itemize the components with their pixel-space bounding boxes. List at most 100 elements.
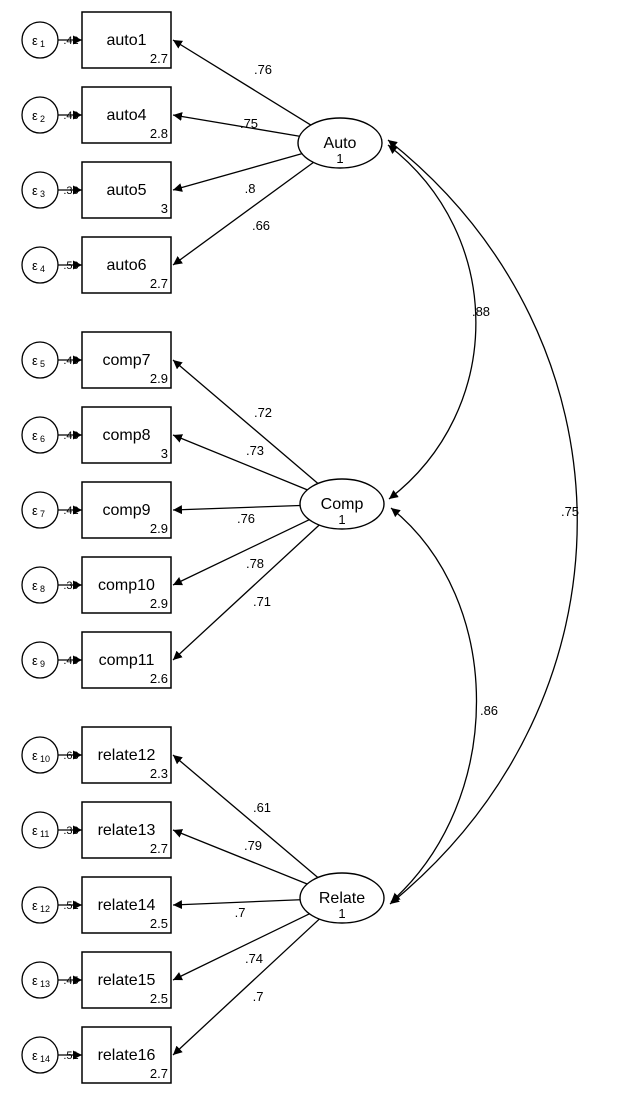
observed-variable-name: relate13 bbox=[98, 822, 156, 839]
error-term-index: 8 bbox=[40, 584, 45, 594]
observed-variable-intercept: 2.7 bbox=[150, 1066, 168, 1081]
error-term-label: ε bbox=[32, 503, 38, 518]
loading-coefficient: .76 bbox=[254, 62, 272, 77]
observed-variable-box bbox=[81, 876, 172, 934]
error-term-index: 9 bbox=[40, 659, 45, 669]
error-term-index: 3 bbox=[40, 189, 45, 199]
loading-coefficient: .75 bbox=[240, 116, 258, 131]
observed-variable-intercept: 2.9 bbox=[150, 521, 168, 536]
observed-variable-box bbox=[81, 631, 172, 689]
error-term-index: 14 bbox=[40, 1054, 50, 1064]
observed-variable-box bbox=[81, 331, 172, 389]
error-term-circle bbox=[21, 246, 59, 284]
latent-variable-name: Auto bbox=[324, 135, 357, 152]
error-term-circle bbox=[21, 566, 59, 604]
latent-variable-variance: 1 bbox=[336, 151, 343, 166]
latent-variable-name: Relate bbox=[319, 890, 365, 907]
observed-variable-name: relate16 bbox=[98, 1047, 156, 1064]
observed-variable-name: comp8 bbox=[102, 427, 150, 444]
latent-variable-ellipse bbox=[297, 117, 383, 169]
error-term-label: ε bbox=[32, 1048, 38, 1063]
observed-variable-box bbox=[81, 556, 172, 614]
observed-variable-name: auto5 bbox=[106, 182, 146, 199]
observed-variable-intercept: 2.5 bbox=[150, 916, 168, 931]
loading-path bbox=[172, 434, 308, 491]
observed-variable-intercept: 2.6 bbox=[150, 671, 168, 686]
error-term-index: 2 bbox=[40, 114, 45, 124]
observed-variable-name: relate15 bbox=[98, 972, 156, 989]
loading-path bbox=[172, 899, 301, 910]
error-variance: .42 bbox=[63, 505, 78, 517]
observed-variable-box bbox=[81, 11, 172, 69]
error-variance: .63 bbox=[63, 750, 78, 762]
loading-path bbox=[172, 754, 319, 879]
observed-variable-box bbox=[81, 481, 172, 539]
observed-variable-intercept: 3 bbox=[161, 201, 168, 216]
observed-variable-box bbox=[81, 86, 172, 144]
latent-variable-name: Comp bbox=[321, 496, 364, 513]
error-variance: .38 bbox=[63, 825, 78, 837]
error-term-label: ε bbox=[32, 578, 38, 593]
loading-path bbox=[172, 153, 303, 192]
error-term-index: 7 bbox=[40, 509, 45, 519]
error-term-label: ε bbox=[32, 823, 38, 838]
correlation-coefficient: .88 bbox=[472, 304, 490, 319]
error-term-label: ε bbox=[32, 258, 38, 273]
loading-path bbox=[172, 504, 301, 515]
error-term-label: ε bbox=[32, 428, 38, 443]
observed-variable-box bbox=[81, 951, 172, 1009]
correlation-coefficient: .75 bbox=[561, 504, 579, 519]
correlation-path bbox=[387, 144, 477, 500]
correlation-path bbox=[390, 507, 477, 903]
error-term-index: 6 bbox=[40, 434, 45, 444]
loading-path bbox=[172, 524, 320, 661]
error-term-index: 13 bbox=[40, 979, 50, 989]
loading-coefficient: .71 bbox=[253, 594, 271, 609]
loading-path bbox=[172, 913, 310, 981]
error-variance: .46 bbox=[63, 430, 78, 442]
loading-coefficient: .8 bbox=[245, 181, 256, 196]
error-term-circle bbox=[21, 416, 59, 454]
error-term-index: 12 bbox=[40, 904, 50, 914]
observed-variable-intercept: 2.7 bbox=[150, 276, 168, 291]
observed-variable-name: relate14 bbox=[98, 897, 156, 914]
error-term-circle bbox=[21, 341, 59, 379]
latent-variable-ellipse bbox=[299, 872, 385, 924]
observed-variable-name: comp11 bbox=[99, 652, 155, 669]
error-term-circle bbox=[21, 736, 59, 774]
edge-layer bbox=[58, 35, 578, 1060]
observed-variable-intercept: 2.5 bbox=[150, 991, 168, 1006]
latent-variable-variance: 1 bbox=[338, 512, 345, 527]
observed-variable-name: comp9 bbox=[102, 502, 150, 519]
error-term-circle bbox=[21, 171, 59, 209]
observed-variable-name: comp7 bbox=[102, 352, 150, 369]
loading-coefficient: .78 bbox=[246, 556, 264, 571]
error-term-label: ε bbox=[32, 653, 38, 668]
observed-variable-name: relate12 bbox=[98, 747, 156, 764]
observed-variable-intercept: 2.9 bbox=[150, 371, 168, 386]
error-term-circle bbox=[21, 96, 59, 134]
error-term-label: ε bbox=[32, 748, 38, 763]
error-variance: .45 bbox=[63, 975, 78, 987]
error-term-index: 11 bbox=[40, 829, 49, 839]
observed-variable-box bbox=[81, 236, 172, 294]
loading-path bbox=[172, 112, 300, 137]
observed-variable-name: auto1 bbox=[106, 32, 146, 49]
observed-variable-intercept: 2.7 bbox=[150, 841, 168, 856]
observed-variable-name: comp10 bbox=[98, 577, 155, 594]
observed-variable-name: auto6 bbox=[106, 257, 146, 274]
loading-path bbox=[172, 161, 314, 266]
error-term-circle bbox=[21, 491, 59, 529]
observed-variable-box bbox=[81, 726, 172, 784]
observed-variable-box bbox=[81, 801, 172, 859]
error-term-index: 1 bbox=[40, 39, 45, 49]
error-term-index: 10 bbox=[40, 754, 50, 764]
error-term-label: ε bbox=[32, 108, 38, 123]
loading-coefficient: .7 bbox=[253, 989, 264, 1004]
loading-coefficient: .72 bbox=[254, 405, 272, 420]
error-variance: .49 bbox=[63, 655, 78, 667]
error-term-label: ε bbox=[32, 898, 38, 913]
error-variance: .51 bbox=[63, 1050, 78, 1062]
error-term-circle bbox=[21, 961, 59, 999]
